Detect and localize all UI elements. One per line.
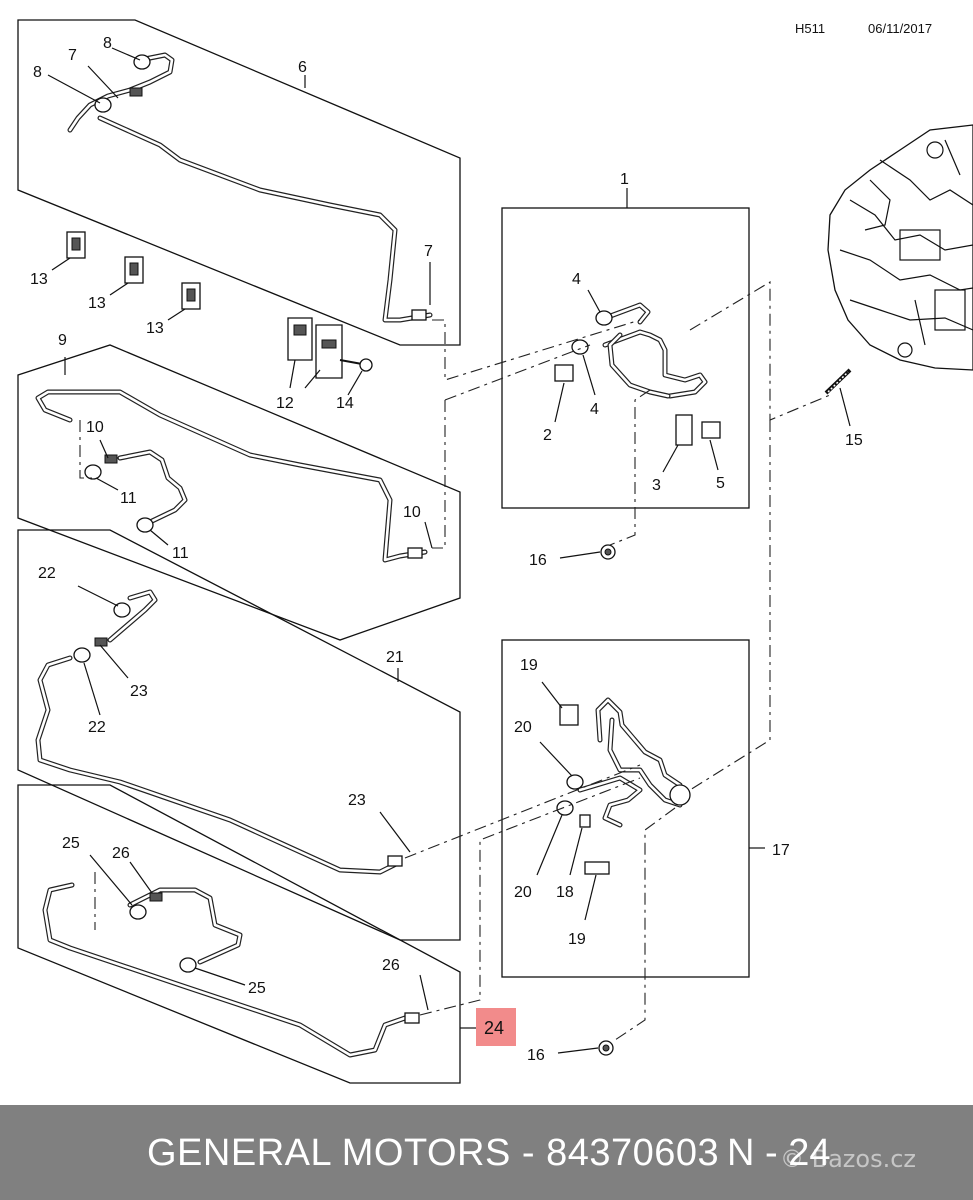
callout-7: 7: [424, 243, 433, 260]
callout-17: 17: [772, 842, 790, 859]
bracket-12-bolt-14: 12 14: [276, 317, 373, 412]
callout-25: 25: [62, 835, 80, 852]
callout-15: 15: [845, 432, 863, 449]
footer-bar: [0, 1105, 973, 1200]
callout-1: 1: [620, 171, 629, 188]
callout-7: 7: [68, 47, 77, 64]
callout-2: 2: [543, 427, 552, 444]
callout-4: 4: [590, 401, 599, 418]
callout-4: 4: [572, 271, 581, 288]
watermark: © Bazos.cz: [780, 1145, 917, 1173]
callout-19: 19: [520, 657, 538, 674]
callout-13: 13: [30, 271, 48, 288]
callout-14: 14: [336, 395, 354, 412]
callout-6: 6: [298, 59, 307, 76]
clips-13: 13 13 13: [30, 231, 201, 337]
callout-23: 23: [130, 683, 148, 700]
callout-21: 21: [386, 649, 404, 666]
callout-20: 20: [514, 719, 532, 736]
callout-22: 22: [88, 719, 106, 736]
callout-22: 22: [38, 565, 56, 582]
callout-9: 9: [58, 332, 67, 349]
callout-13: 13: [88, 295, 106, 312]
callout-8: 8: [103, 35, 112, 52]
panel-pipe-21: 22 23 22 21 23: [17, 529, 461, 941]
footer-title: GENERAL MOTORS - 84370603: [147, 1132, 720, 1174]
callout-18: 18: [556, 884, 574, 901]
connection-lines: [404, 281, 831, 1041]
callout-16: 16: [529, 552, 547, 569]
diagram-code: H511: [795, 21, 825, 36]
callout-11: 11: [172, 545, 189, 562]
callout-20: 20: [514, 884, 532, 901]
panel-pipe-24: 25 26 25 26 24: [17, 784, 516, 1084]
panel-pipe-9: 9 10 11 11 10: [17, 332, 461, 641]
callout-3: 3: [652, 477, 661, 494]
highlight-box: [476, 1008, 516, 1046]
callout-10: 10: [403, 504, 421, 521]
callout-10: 10: [86, 419, 104, 436]
callout-5: 5: [716, 475, 725, 492]
callout-26: 26: [382, 957, 400, 974]
callout-12: 12: [276, 395, 294, 412]
stud-15-nuts-16: 15 16 16: [527, 368, 863, 1064]
callout-26: 26: [112, 845, 130, 862]
panel-assembly-1: 1 4 4 2 3 5: [501, 171, 750, 509]
panel-pipe-6: 8 8 7 6 7: [17, 19, 461, 346]
callout-13: 13: [146, 320, 164, 337]
callout-23: 23: [348, 792, 366, 809]
diagram-date: 06/11/2017: [868, 21, 932, 36]
panel-assembly-17: 19 20 20 18 19 17: [501, 639, 790, 978]
callout-19: 19: [568, 931, 586, 948]
callout-8: 8: [33, 64, 42, 81]
callout-25: 25: [248, 980, 266, 997]
footer-reference: N - 24: [727, 1132, 831, 1174]
callout-16: 16: [527, 1047, 545, 1064]
callout-24-highlighted: 24: [484, 1018, 504, 1038]
callout-11: 11: [120, 490, 137, 507]
parts-diagram: H511 06/11/2017 8 8 7 6: [17, 19, 973, 1084]
transmission-housing: [827, 124, 973, 371]
